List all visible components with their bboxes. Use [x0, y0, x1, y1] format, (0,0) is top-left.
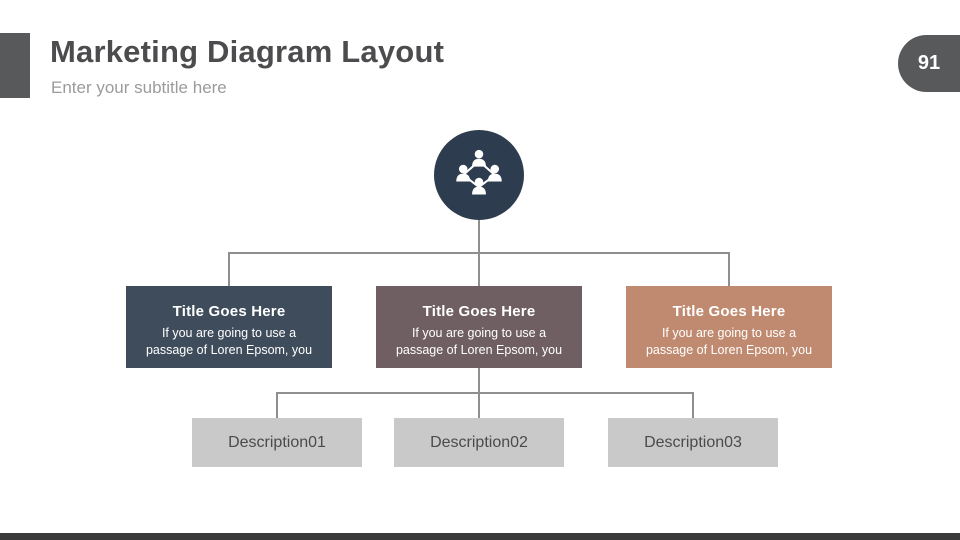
connector-drop-node1	[228, 252, 230, 287]
node-title: Title Goes Here	[672, 303, 786, 320]
connector-bottom-horizontal	[276, 392, 694, 394]
diagram-node-2: Title Goes Here If you are going to use …	[376, 286, 582, 368]
description-label: Description01	[228, 433, 326, 451]
connector-drop-description1	[276, 392, 278, 419]
description-box-2: Description02	[394, 418, 564, 467]
diagram-node-1: Title Goes Here If you are going to use …	[126, 286, 332, 368]
connector-root-vertical	[478, 220, 480, 253]
slide-subtitle: Enter your subtitle here	[51, 78, 227, 97]
diagram-node-3: Title Goes Here If you are going to use …	[626, 286, 832, 368]
node-title: Title Goes Here	[172, 303, 286, 320]
header-accent-bar	[0, 33, 30, 98]
people-network-icon	[456, 149, 502, 195]
description-label: Description03	[644, 433, 742, 451]
footer-bar	[0, 533, 960, 540]
connector-drop-description3	[692, 392, 694, 419]
slide-title: Marketing Diagram Layout	[50, 34, 445, 69]
description-box-3: Description03	[608, 418, 778, 467]
diagram-root-node	[434, 130, 524, 220]
node-body: If you are going to use a passage of Lor…	[145, 326, 313, 357]
node-body: If you are going to use a passage of Lor…	[645, 326, 813, 357]
description-box-1: Description01	[192, 418, 362, 467]
connector-mid-vertical	[478, 368, 480, 393]
node-title: Title Goes Here	[422, 303, 536, 320]
page-number: 91	[917, 52, 941, 74]
connector-drop-node3	[728, 252, 730, 287]
node-body: If you are going to use a passage of Lor…	[395, 326, 563, 357]
description-label: Description02	[430, 433, 528, 451]
connector-drop-node2	[478, 252, 480, 287]
page-number-badge: 91	[898, 35, 960, 92]
connector-drop-description2	[478, 392, 480, 419]
